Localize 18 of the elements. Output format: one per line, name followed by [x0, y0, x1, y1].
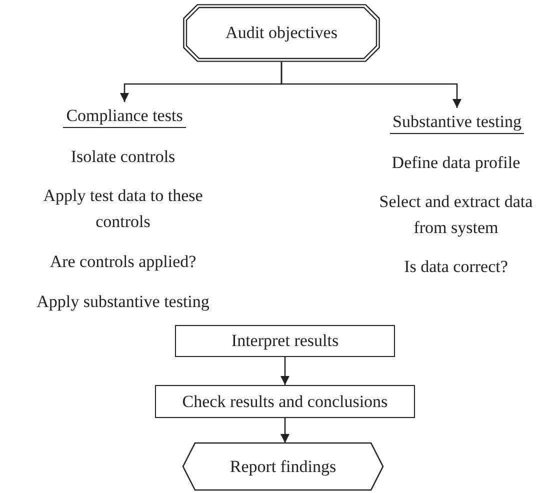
step-text: Apply test data to these controls — [42, 185, 204, 233]
step-text: Isolate controls — [70, 146, 176, 168]
step-text: Apply substantive testing — [36, 291, 210, 313]
process-box — [155, 385, 415, 418]
process-box — [175, 325, 395, 357]
step-text: Are controls applied? — [48, 251, 198, 273]
heading-text: Substantive testing — [390, 112, 524, 134]
heading-text: Compliance tests — [63, 106, 186, 128]
step-text: Define data profile — [390, 152, 522, 174]
step-text: Select and extract data from system — [378, 191, 534, 239]
node-text: Interpret results — [231, 331, 339, 351]
arrow — [280, 357, 290, 385]
arrow — [280, 62, 462, 108]
node-text: Audit objectives — [226, 23, 338, 43]
node-text: Report findings — [230, 456, 336, 476]
node-text: Check results and conclusions — [182, 392, 388, 412]
step-text: Is data correct? — [403, 256, 509, 278]
arrow — [280, 418, 290, 443]
